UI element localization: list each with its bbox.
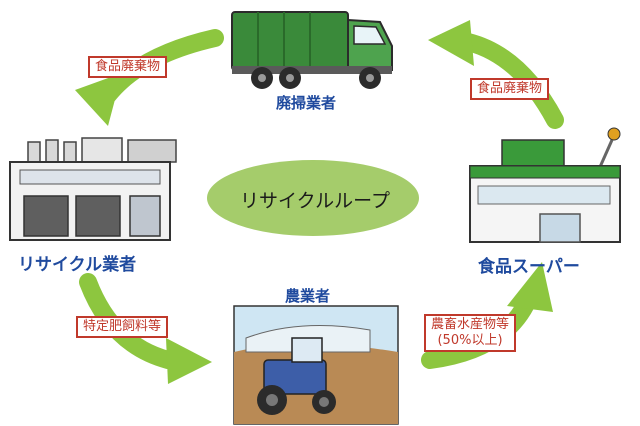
flow-label-line2: (50%以上)	[437, 333, 503, 348]
waste-collector-label: 廃掃業者	[276, 94, 337, 112]
flow-label-farmer-to-supermarket: 農畜水産物等 (50%以上)	[424, 314, 517, 352]
farm-scene-icon	[233, 305, 399, 425]
garbage-truck-icon	[231, 11, 393, 89]
supermarket-label: 食品スーパー	[478, 257, 580, 277]
flow-label-supermarket-to-collector: 食品廃棄物	[470, 78, 550, 100]
arrow-collector-to-recycler	[75, 29, 224, 126]
flow-label-line1: 農畜水産物等	[431, 317, 510, 332]
flow-label-collector-to-recycler: 食品廃棄物	[88, 56, 168, 78]
arrow-supermarket-to-collector	[428, 20, 564, 129]
farmer-label: 農業者	[285, 287, 331, 305]
recycler-label: リサイクル業者	[18, 255, 137, 275]
supermarket-icon	[469, 127, 621, 243]
loop-title: リサイクルループ	[240, 190, 390, 212]
flow-label-recycler-to-farmer: 特定肥飼料等	[76, 316, 169, 338]
factory-icon	[9, 137, 177, 241]
loop-ellipse	[207, 160, 419, 236]
